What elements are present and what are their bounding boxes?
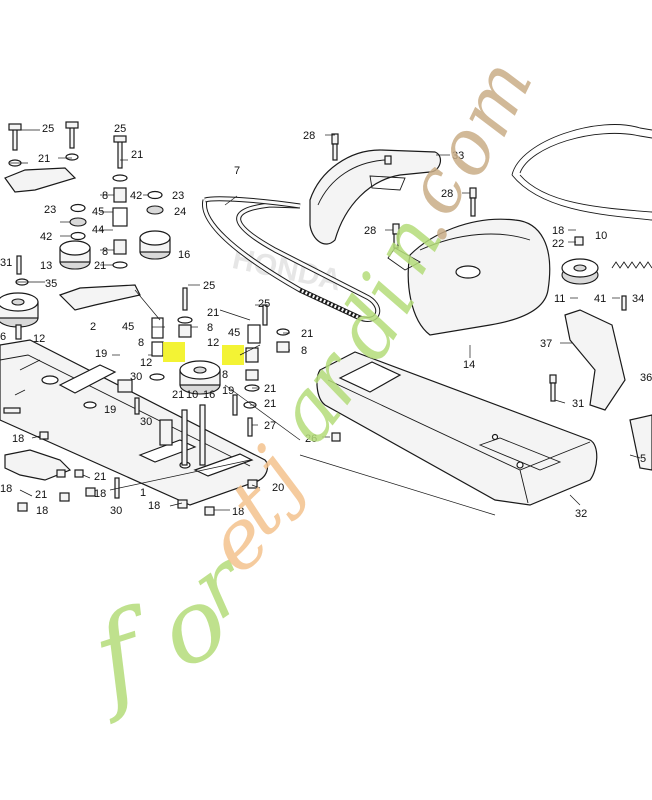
callout: 8 <box>301 345 307 357</box>
callout: 1 <box>140 487 146 499</box>
callout: 26 <box>305 433 317 445</box>
callout: 28 <box>441 188 453 200</box>
callout: 18 <box>36 505 48 517</box>
callout: 21 <box>172 389 184 401</box>
callout: 42 <box>130 190 142 202</box>
callout: 18 <box>148 500 160 512</box>
callout: 8 <box>222 369 228 381</box>
callout: 19 <box>222 385 234 397</box>
callout: 30 <box>140 416 152 428</box>
callout: 41 <box>594 293 606 305</box>
ghost-brand-logo: HONDA <box>230 242 344 297</box>
lower-case <box>316 351 598 506</box>
timing-belt <box>201 196 380 322</box>
shafts <box>117 379 206 466</box>
v-belt <box>511 124 652 221</box>
callout: 12 <box>33 333 45 345</box>
callout: 21 <box>38 153 50 165</box>
callout: 44 <box>92 224 104 236</box>
pulley-left-edge <box>0 292 39 328</box>
callout-labels: 25 25 21 21 8 42 23 23 45 24 44 42 8 13 … <box>0 123 652 520</box>
callout: 8 <box>102 246 108 258</box>
callout: 16 <box>203 389 215 401</box>
callout: 45 <box>228 327 240 339</box>
callout: 27 <box>264 420 276 432</box>
callout: 8 <box>207 322 213 334</box>
callout: 37 <box>540 338 552 350</box>
callout: 18 <box>12 433 24 445</box>
right-bracket <box>564 309 652 471</box>
callout: 24 <box>174 206 186 218</box>
callout: 21 <box>264 398 276 410</box>
pulley-13 <box>59 240 91 270</box>
callout: 31 <box>572 398 584 410</box>
callout: 8 <box>138 337 144 349</box>
callout: 16 <box>178 249 190 261</box>
callout: 8 <box>102 190 108 202</box>
callout: 28 <box>364 225 376 237</box>
callout: 21 <box>264 383 276 395</box>
callout: 18 <box>94 488 106 500</box>
highlight-marker-left <box>163 342 185 362</box>
callout: 34 <box>632 293 644 305</box>
cover-screws <box>331 133 627 442</box>
callout: 13 <box>40 260 52 272</box>
pulley-center <box>179 360 221 395</box>
callout: 2 <box>90 321 96 333</box>
callout: 10 <box>186 389 198 401</box>
callout: 19 <box>104 404 116 416</box>
callout: 30 <box>110 505 122 517</box>
callout: 21 <box>207 307 219 319</box>
pulley-cover <box>387 218 551 336</box>
callout: 30 <box>130 371 142 383</box>
hardware-stack-right <box>232 304 290 437</box>
highlight-marker-right <box>222 345 244 365</box>
callout: 21 <box>131 149 143 161</box>
site-watermark: f o r e t j a r d i n . c o m <box>72 46 550 728</box>
callout: 20 <box>272 482 284 494</box>
callout: 21 <box>94 471 106 483</box>
callout: 33 <box>452 150 464 162</box>
callout: 6 <box>0 331 6 343</box>
upper-belt-cover <box>309 149 442 245</box>
leader-lines <box>10 129 641 516</box>
callout: 25 <box>114 123 126 135</box>
callout: 21 <box>35 489 47 501</box>
callout: 35 <box>45 278 57 290</box>
callout: 22 <box>552 238 564 250</box>
callout: 7 <box>234 165 240 177</box>
callout: 11 <box>554 293 565 305</box>
callout: 25 <box>203 280 215 292</box>
callout: 25 <box>42 123 54 135</box>
callout: 32 <box>575 508 587 520</box>
tension-spring <box>611 261 652 269</box>
callout: 36 <box>640 372 652 384</box>
callout: 10 <box>595 230 607 242</box>
callout: 14 <box>463 359 475 371</box>
callout: 31 <box>0 257 12 269</box>
callout: 23 <box>172 190 184 202</box>
left-bracket <box>4 167 141 481</box>
callout: 23 <box>44 204 56 216</box>
callout: 18 <box>552 225 564 237</box>
idler-pulley <box>561 258 599 285</box>
callout: 12 <box>207 337 219 349</box>
callout: 19 <box>95 348 107 360</box>
callout: 45 <box>92 206 104 218</box>
callout: 45 <box>122 321 134 333</box>
callout: 21 <box>301 328 313 340</box>
pulley-upper-right <box>139 230 171 260</box>
callout: 21 <box>94 260 106 272</box>
callout: 12 <box>140 357 152 369</box>
callout: 28 <box>303 130 315 142</box>
callout: 42 <box>40 231 52 243</box>
callout: 18 <box>232 506 244 518</box>
callout: 5 <box>640 453 646 465</box>
callout: 25 <box>258 298 270 310</box>
callout: 18 <box>0 483 12 495</box>
